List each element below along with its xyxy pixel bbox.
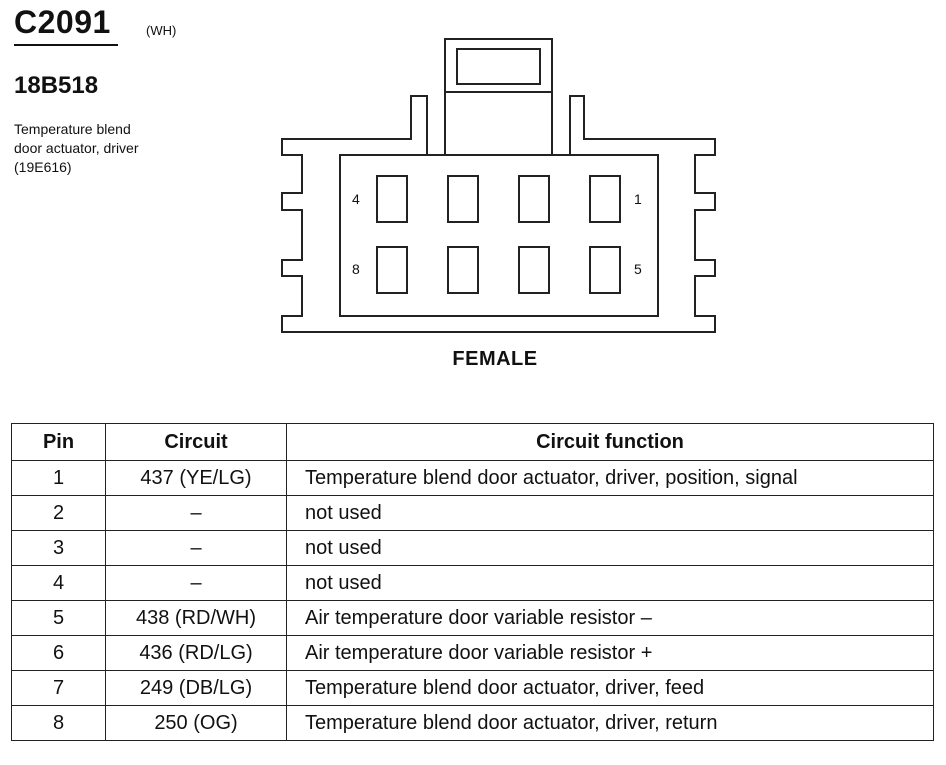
- table-row: 1 437 (YE/LG) Temperature blend door act…: [11, 460, 934, 496]
- pin-label-1: 1: [634, 191, 642, 207]
- table-row: 4 – not used: [11, 565, 934, 601]
- circuit-cell: 436 (RD/LG): [105, 635, 287, 671]
- table-row: 6 436 (RD/LG) Air temperature door varia…: [11, 635, 934, 671]
- pin-cell: 3: [11, 530, 106, 566]
- function-cell: not used: [286, 495, 934, 531]
- connector-face-diagram: 4 1 8 5: [281, 38, 716, 333]
- pin-cell: 8: [11, 705, 106, 741]
- terminal: [518, 246, 550, 294]
- circuit-cell: 438 (RD/WH): [105, 600, 287, 636]
- terminal: [447, 175, 479, 223]
- function-cell: Temperature blend door actuator, driver,…: [286, 670, 934, 706]
- pin-cell: 4: [11, 565, 106, 601]
- table-header-row: Pin Circuit Circuit function: [11, 423, 934, 461]
- connector-color: (WH): [146, 23, 177, 38]
- terminal: [447, 246, 479, 294]
- description-line: door actuator, driver: [14, 140, 139, 156]
- terminal: [589, 175, 621, 223]
- circuit-cell: 249 (DB/LG): [105, 670, 287, 706]
- pinout-table: Pin Circuit Circuit function 1 437 (YE/L…: [11, 423, 934, 741]
- description-line: (19E616): [14, 159, 72, 175]
- terminal: [518, 175, 550, 223]
- description-line: Temperature blend: [14, 121, 131, 137]
- terminal: [589, 246, 621, 294]
- pin-cell: 7: [11, 670, 106, 706]
- function-cell: Air temperature door variable resistor –: [286, 600, 934, 636]
- pin-cell: 5: [11, 600, 106, 636]
- function-cell: Temperature blend door actuator, driver,…: [286, 460, 934, 496]
- connector-housing: [281, 91, 716, 333]
- function-cell: Temperature blend door actuator, driver,…: [286, 705, 934, 741]
- circuit-cell: 250 (OG): [105, 705, 287, 741]
- circuit-cell: –: [105, 565, 287, 601]
- header-circuit: Circuit: [105, 423, 287, 461]
- table-row: 2 – not used: [11, 495, 934, 531]
- connector-id-underline: [14, 44, 118, 46]
- function-cell: not used: [286, 565, 934, 601]
- pin-cell: 1: [11, 460, 106, 496]
- connector-id: C2091: [14, 4, 111, 40]
- terminal: [376, 246, 408, 294]
- part-number: 18B518: [14, 72, 99, 99]
- circuit-cell: –: [105, 495, 287, 531]
- table-row: 8 250 (OG) Temperature blend door actuat…: [11, 705, 934, 741]
- connector-gender: FEMALE: [452, 348, 538, 370]
- pin-cell: 6: [11, 635, 106, 671]
- table-row: 3 – not used: [11, 530, 934, 566]
- pin-label-4: 4: [352, 191, 360, 207]
- table-row: 5 438 (RD/WH) Air temperature door varia…: [11, 600, 934, 636]
- pin-label-5: 5: [634, 261, 642, 277]
- function-cell: not used: [286, 530, 934, 566]
- latch-window: [456, 48, 541, 85]
- function-cell: Air temperature door variable resistor +: [286, 635, 934, 671]
- circuit-cell: –: [105, 530, 287, 566]
- terminal: [376, 175, 408, 223]
- header-pin: Pin: [11, 423, 106, 461]
- pin-cell: 2: [11, 495, 106, 531]
- table-row: 7 249 (DB/LG) Temperature blend door act…: [11, 670, 934, 706]
- header-function: Circuit function: [286, 423, 934, 461]
- connector-description: Temperature blend door actuator, driver …: [14, 120, 139, 177]
- connector-cavity: [339, 154, 659, 317]
- pin-label-8: 8: [352, 261, 360, 277]
- circuit-cell: 437 (YE/LG): [105, 460, 287, 496]
